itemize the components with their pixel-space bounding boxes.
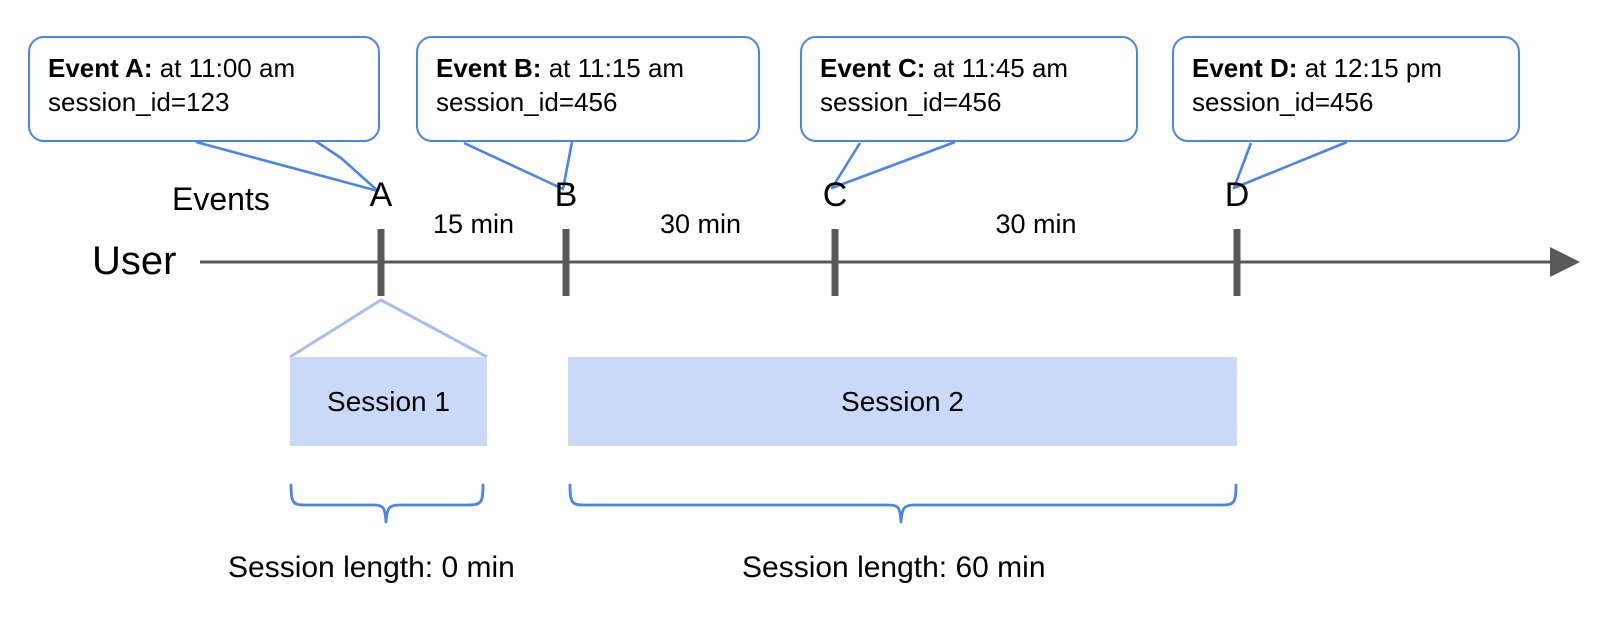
callout-event-a[interactable]: Event A: at 11:00 am session_id=123 <box>28 36 380 142</box>
duration-label-b-c: 30 min <box>659 209 742 239</box>
callout-b-line2: session_id=456 <box>436 86 618 117</box>
session1-brace <box>289 483 485 524</box>
event-label-a: A <box>369 176 393 214</box>
session-1-length-label: Session length: 0 min <box>228 551 515 584</box>
callout-event-c[interactable]: Event C: at 11:45 am session_id=456 <box>800 36 1138 142</box>
session1-tent <box>289 298 488 359</box>
callout-b-time: at 11:15 am <box>541 53 685 83</box>
user-row-label: User <box>92 239 177 283</box>
session-box-1[interactable]: Session 1 <box>290 357 487 446</box>
callout-c-line1: Event C: at 11:45 am <box>820 52 1118 86</box>
callout-a-title: Event A: <box>48 53 153 83</box>
callout-b-title: Event B: <box>436 53 542 83</box>
event-label-d: D <box>1224 176 1250 214</box>
callout-c-line2: session_id=456 <box>820 86 1002 117</box>
callout-d-title: Event D: <box>1192 53 1298 83</box>
callout-c-time: at 11:45 am <box>925 53 1069 83</box>
session-box-2[interactable]: Session 2 <box>568 357 1237 446</box>
duration-label-a-b: 15 min <box>432 209 515 239</box>
callout-c-title: Event C: <box>820 53 926 83</box>
callout-d-line1: Event D: at 12:15 pm <box>1192 52 1500 86</box>
callout-a-line1: Event A: at 11:00 am <box>48 52 360 86</box>
events-row-label: Events <box>172 181 270 217</box>
callout-a-time: at 11:00 am <box>152 53 296 83</box>
callout-a-line2: session_id=123 <box>48 86 230 117</box>
event-label-c: C <box>822 176 848 214</box>
callout-d-time: at 12:15 pm <box>1297 53 1443 83</box>
session2-brace <box>568 483 1238 524</box>
callout-d-line2: session_id=456 <box>1192 86 1374 117</box>
event-label-b: B <box>554 176 578 214</box>
session-box-2-label: Session 2 <box>841 385 964 417</box>
duration-label-c-d: 30 min <box>995 209 1077 239</box>
callout-b-line1: Event B: at 11:15 am <box>436 52 740 86</box>
callout-event-b[interactable]: Event B: at 11:15 am session_id=456 <box>416 36 760 142</box>
session-2-length-label: Session length: 60 min <box>742 551 1046 584</box>
session-box-1-label: Session 1 <box>327 385 450 417</box>
callout-event-d[interactable]: Event D: at 12:15 pm session_id=456 <box>1172 36 1520 142</box>
